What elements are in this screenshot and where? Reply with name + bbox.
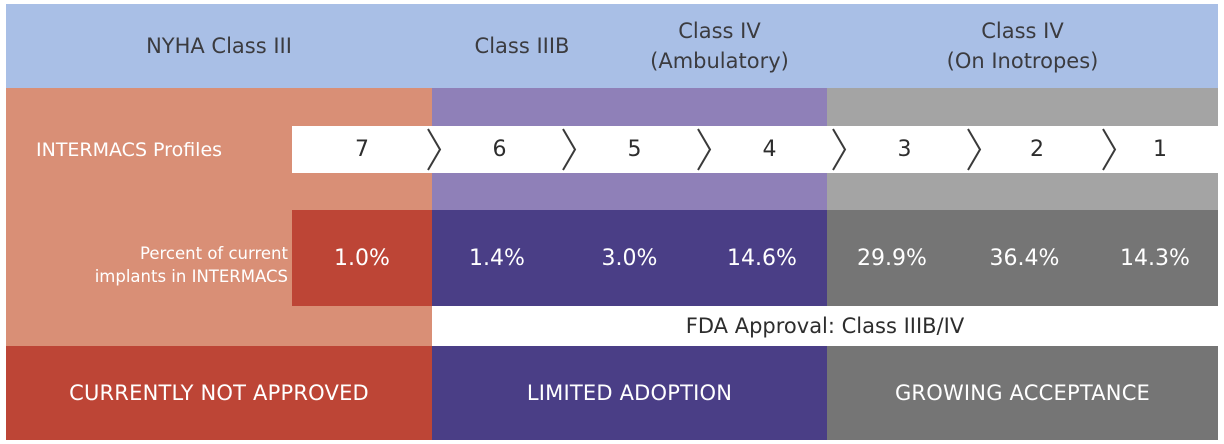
- implant-pct-profile-2: 36.4%: [957, 210, 1092, 306]
- header-class-iiib: Class IIIB: [432, 4, 612, 88]
- implant-pct-profile-3: 29.9%: [827, 210, 957, 306]
- header-class-iv-ambulatory-line2: (Ambulatory): [650, 49, 789, 73]
- implant-pct-profile-6: 1.4%: [432, 210, 562, 306]
- chevron-right-icon: [967, 128, 982, 171]
- profile-4: 4: [702, 126, 837, 173]
- profile-5-number: 5: [627, 137, 642, 162]
- implant-pct-profile-7-value: 1.0%: [334, 245, 390, 271]
- limited-adoption-label: LIMITED ADOPTION: [526, 381, 733, 405]
- header-nyha-class-iii: NYHA Class III: [6, 4, 432, 88]
- header-nyha-class-iii-label: NYHA Class III: [146, 34, 292, 58]
- header-class-iv-inotropes-line1: Class IV: [981, 19, 1064, 43]
- chevron-right-icon: [1102, 128, 1117, 171]
- implants-label-line2: implants in INTERMACS: [94, 267, 288, 286]
- implant-pct-profile-2-value: 36.4%: [989, 245, 1060, 271]
- header-class-iv-inotropes-line2: (On Inotropes): [946, 49, 1099, 73]
- profile-5: 5: [567, 126, 702, 173]
- limited-adoption-band: LIMITED ADOPTION: [432, 346, 827, 440]
- profile-2-number: 2: [1030, 137, 1044, 162]
- growing-acceptance-band: GROWING ACCEPTANCE: [827, 346, 1218, 440]
- header-band: [6, 4, 1218, 88]
- profile-6: 6: [432, 126, 567, 173]
- implant-pct-profile-4: 14.6%: [697, 210, 827, 306]
- implant-pct-profile-6-value: 1.4%: [469, 245, 525, 271]
- fda-approval-strip: FDA Approval: Class IIIB/IV: [432, 306, 1218, 346]
- currently-not-approved-band: CURRENTLY NOT APPROVED: [6, 346, 432, 440]
- growing-acceptance-label: GROWING ACCEPTANCE: [894, 381, 1151, 405]
- implant-pct-profile-1: 14.3%: [1092, 210, 1218, 306]
- implant-pct-profile-7: 1.0%: [292, 210, 432, 306]
- header-class-iiib-label: Class IIIB: [474, 34, 570, 58]
- profile-7-implant-box: [292, 210, 432, 306]
- profile-4-number: 4: [762, 137, 777, 162]
- implants-label: Percent of current implants in INTERMACS: [6, 228, 288, 288]
- class-iv-inotropes-column-lower: [827, 210, 1218, 306]
- intermacs-profiles-label: INTERMACS Profiles: [6, 126, 292, 173]
- profile-3: 3: [837, 126, 972, 173]
- class-iiib-iv-ambulatory-column-lower: [432, 210, 827, 306]
- implant-pct-profile-5-value: 3.0%: [601, 245, 658, 271]
- profile-3-number: 3: [897, 137, 912, 162]
- currently-not-approved-label: CURRENTLY NOT APPROVED: [69, 381, 369, 405]
- profile-7-number: 7: [355, 137, 369, 162]
- implants-label-line1: Percent of current: [139, 244, 288, 263]
- header-class-iv-ambulatory-line1: Class IV: [678, 19, 761, 43]
- profile-1: 1: [1102, 126, 1218, 173]
- fda-approval-label: FDA Approval: Class IIIB/IV: [685, 314, 965, 338]
- implant-pct-profile-3-value: 29.9%: [857, 245, 927, 271]
- intermacs-profiles-label-text: INTERMACS Profiles: [36, 138, 223, 161]
- profile-chevrons: [427, 128, 1117, 171]
- intermacs-profile-strip: [292, 126, 1218, 173]
- profile-6-number: 6: [492, 137, 507, 162]
- implant-pct-profile-4-value: 14.6%: [727, 245, 797, 271]
- header-class-iv-inotropes: Class IV (On Inotropes): [827, 4, 1218, 88]
- profile-1-number: 1: [1153, 137, 1167, 162]
- profile-2: 2: [972, 126, 1102, 173]
- implant-pct-profile-5: 3.0%: [562, 210, 697, 306]
- chevron-right-icon: [697, 128, 712, 171]
- header-class-iv-ambulatory: Class IV (Ambulatory): [612, 4, 827, 88]
- profile-7: 7: [292, 126, 432, 173]
- implant-pct-profile-1-value: 14.3%: [1120, 245, 1190, 271]
- chevron-right-icon: [832, 128, 847, 171]
- chevron-right-icon: [427, 128, 442, 171]
- chevron-right-icon: [562, 128, 577, 171]
